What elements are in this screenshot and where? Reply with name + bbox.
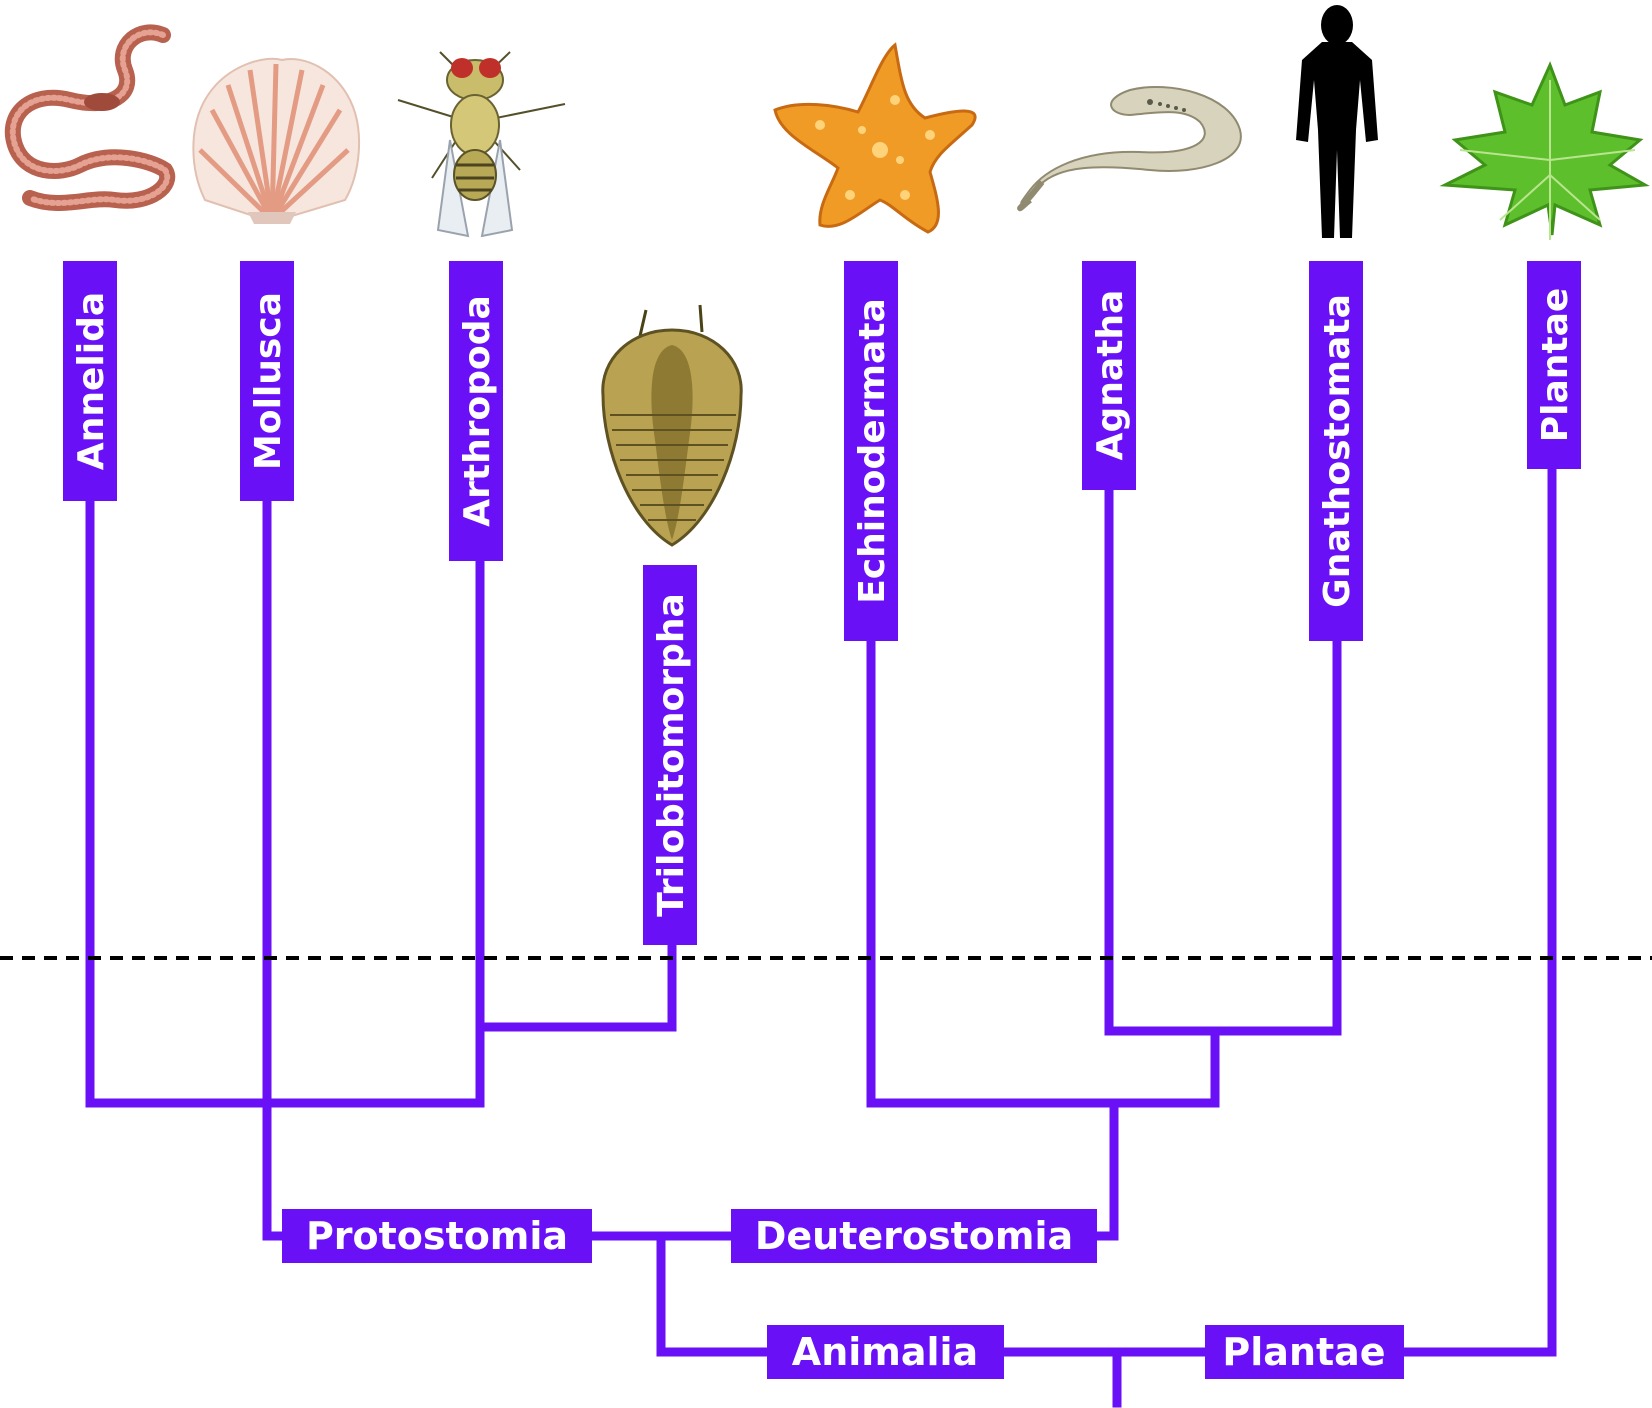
- trilobite-icon: [603, 305, 741, 545]
- svg-text:Deuterostomia: Deuterostomia: [755, 1214, 1073, 1258]
- taxon-label-echinodermata: Echinodermata: [844, 261, 898, 641]
- clade-label-protostomia: Protostomia: [282, 1209, 592, 1263]
- lamprey-icon: [1020, 87, 1241, 208]
- svg-text:Trilobitomorpha: Trilobitomorpha: [651, 593, 692, 917]
- taxon-label-mollusca: Mollusca: [240, 261, 294, 501]
- svg-text:Protostomia: Protostomia: [306, 1214, 568, 1258]
- svg-text:Agnatha: Agnatha: [1090, 290, 1131, 461]
- svg-text:Plantae: Plantae: [1222, 1330, 1385, 1374]
- human-silhouette-icon: [1296, 5, 1378, 238]
- svg-text:Gnathostomata: Gnathostomata: [1317, 294, 1358, 608]
- fruit-fly-icon: [398, 52, 565, 236]
- scallop-shell-icon: [193, 59, 359, 224]
- clade-label-plantae: Plantae: [1205, 1325, 1404, 1379]
- svg-text:Annelida: Annelida: [71, 292, 112, 470]
- maple-leaf-icon: [1445, 65, 1645, 240]
- svg-text:Mollusca: Mollusca: [248, 292, 289, 470]
- taxon-label-plantae: Plantae: [1527, 261, 1581, 469]
- svg-text:Arthropoda: Arthropoda: [457, 295, 498, 527]
- svg-text:Animalia: Animalia: [792, 1330, 978, 1374]
- svg-text:Echinodermata: Echinodermata: [852, 298, 893, 604]
- taxon-label-trilobitomorpha: Trilobitomorpha: [643, 565, 697, 945]
- earthworm-icon: [13, 32, 167, 203]
- clade-label-deuterostomia: Deuterostomia: [731, 1209, 1097, 1263]
- taxon-label-gnathostomata: Gnathostomata: [1309, 261, 1363, 641]
- starfish-icon: [775, 45, 975, 232]
- taxon-label-agnatha: Agnatha: [1082, 261, 1136, 490]
- taxon-label-arthropoda: Arthropoda: [449, 261, 503, 561]
- clade-label-animalia: Animalia: [767, 1325, 1004, 1379]
- svg-text:Plantae: Plantae: [1535, 288, 1576, 443]
- taxon-label-annelida: Annelida: [63, 261, 117, 501]
